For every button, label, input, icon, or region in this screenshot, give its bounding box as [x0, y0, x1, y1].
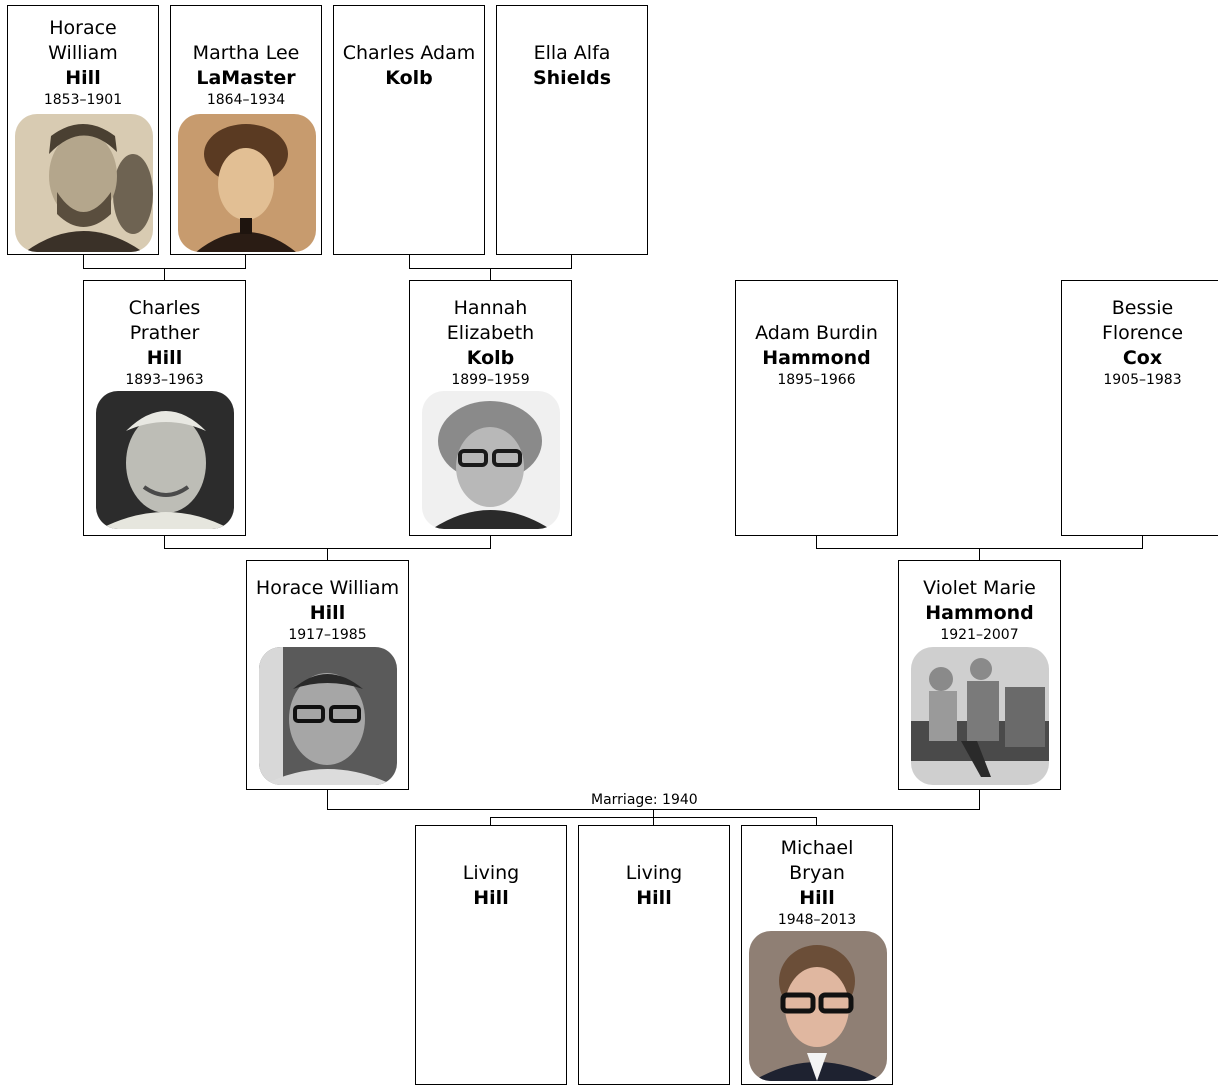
portrait-photo: [422, 391, 560, 529]
connector-line: [571, 254, 572, 268]
life-years: 1864–1934: [206, 92, 286, 108]
connector-line: [490, 535, 491, 548]
portrait-photo: [15, 114, 153, 252]
person-card-horace-william-hill-1917[interactable]: Horace William Hill 1917–1985: [246, 560, 409, 790]
surname: Hill: [799, 887, 835, 909]
connector-line: [816, 535, 817, 548]
life-years: 1905–1983: [1103, 372, 1182, 388]
given-name: Bessie Florence: [1101, 297, 1184, 344]
connector-line: [327, 548, 328, 561]
portrait-photo: [749, 931, 887, 1081]
given-name: Charles Prather: [128, 297, 201, 344]
person-card-living-hill-2[interactable]: Living Hill: [578, 825, 730, 1085]
connector-line: [164, 268, 165, 281]
person-card-ella-alfa-shields[interactable]: Ella Alfa Shields: [496, 5, 648, 255]
surname: Hill: [146, 347, 183, 369]
person-card-horace-william-hill-1853[interactable]: Horace William Hill 1853–1901: [7, 5, 159, 255]
couple-photo: [911, 647, 1049, 785]
person-card-hannah-elizabeth-kolb[interactable]: Hannah Elizabeth Kolb 1899–1959: [409, 280, 572, 536]
surname: Hill: [309, 602, 346, 624]
life-years: 1893–1963: [125, 372, 204, 388]
life-years: 1948–2013: [777, 912, 857, 928]
surname: Hammond: [762, 347, 871, 369]
surname: Hill: [473, 887, 509, 909]
connector-line: [245, 254, 246, 268]
surname: Shields: [532, 67, 612, 89]
marriage-label: Marriage: 1940: [589, 792, 700, 808]
surname: Hammond: [925, 602, 1034, 624]
life-years: 1917–1985: [288, 627, 367, 643]
given-name: Martha Lee: [192, 42, 300, 64]
given-name: Ella Alfa: [533, 42, 611, 64]
person-card-charles-adam-kolb[interactable]: Charles Adam Kolb: [333, 5, 485, 255]
given-name: Horace William: [255, 577, 400, 599]
life-years: 1853–1901: [43, 92, 123, 108]
given-name: Violet Marie: [923, 577, 1036, 599]
connector-line: [490, 817, 491, 825]
given-name: Michael Bryan: [780, 837, 854, 884]
person-card-living-hill-1[interactable]: Living Hill: [415, 825, 567, 1085]
life-years: 1899–1959: [451, 372, 530, 388]
connector-line: [409, 254, 410, 268]
surname: LaMaster: [196, 67, 296, 89]
connector-line: [164, 535, 165, 548]
connector-line: [979, 548, 980, 561]
connector-line: [83, 254, 84, 268]
person-card-martha-lee-lamaster[interactable]: Martha Lee LaMaster 1864–1934: [170, 5, 322, 255]
connector-line: [653, 817, 654, 825]
person-card-michael-bryan-hill[interactable]: Michael Bryan Hill 1948–2013: [741, 825, 893, 1085]
given-name: Horace William: [48, 17, 118, 64]
connector-line: [653, 809, 654, 817]
surname: Hill: [65, 67, 101, 89]
surname: Cox: [1122, 347, 1163, 369]
portrait-photo: [178, 114, 316, 252]
person-card-adam-burdin-hammond[interactable]: Adam Burdin Hammond 1895–1966: [735, 280, 898, 536]
given-name: Adam Burdin: [755, 322, 878, 344]
connector-line: [979, 789, 980, 809]
given-name: Hannah Elizabeth: [446, 297, 535, 344]
person-card-bessie-florence-cox[interactable]: Bessie Florence Cox 1905–1983: [1061, 280, 1218, 536]
given-name: Charles Adam: [342, 42, 476, 64]
given-name: Living: [625, 862, 683, 884]
surname: Kolb: [466, 347, 515, 369]
connector-line: [327, 789, 328, 809]
portrait-photo: [259, 647, 397, 785]
life-years: 1895–1966: [777, 372, 856, 388]
connector-line: [1142, 535, 1143, 548]
surname: Kolb: [385, 67, 433, 89]
person-card-violet-marie-hammond[interactable]: Violet Marie Hammond 1921–2007: [898, 560, 1061, 790]
person-card-charles-prather-hill[interactable]: Charles Prather Hill 1893–1963: [83, 280, 246, 536]
given-name: Living: [462, 862, 520, 884]
connector-line: [490, 268, 491, 281]
connector-line: [816, 817, 817, 825]
life-years: 1921–2007: [940, 627, 1019, 643]
portrait-photo: [96, 391, 234, 529]
surname: Hill: [636, 887, 672, 909]
